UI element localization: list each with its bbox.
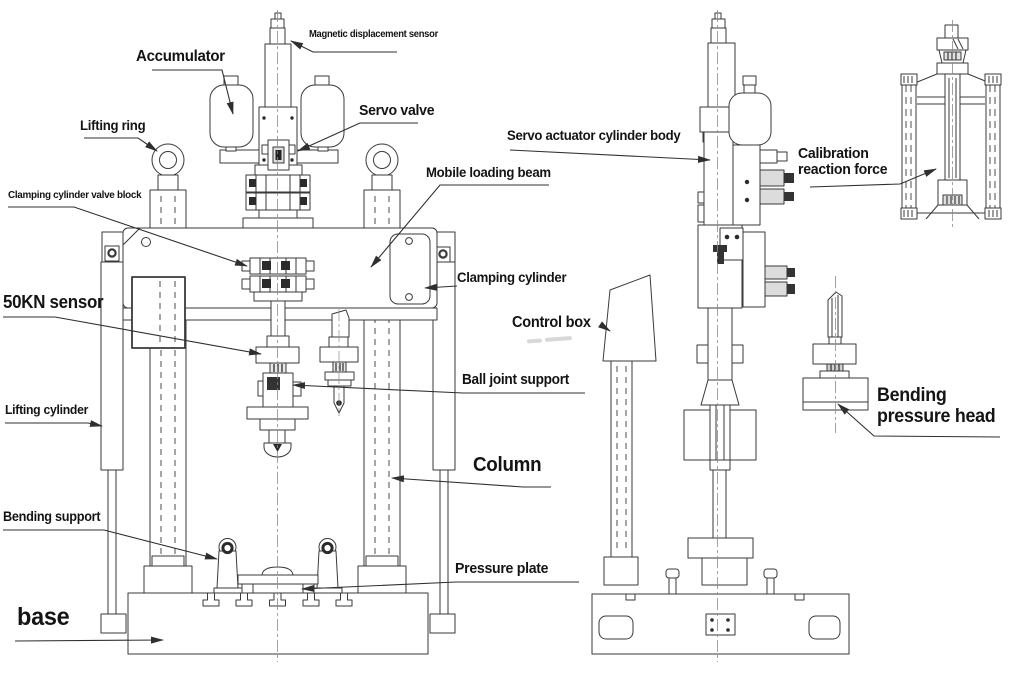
leader-calibration-reaction-force	[809, 168, 937, 188]
label-calibration-reaction-force-line2: reaction force	[798, 161, 888, 179]
watermark-smudge	[527, 336, 572, 344]
calibration-device-drawing	[900, 24, 1002, 220]
lifting-cylinder-right	[429, 231, 456, 634]
leader-50kn-sensor	[3, 316, 262, 356]
base-shape	[127, 592, 429, 655]
leader-ball-joint-support	[292, 382, 585, 394]
front-view-drawing	[100, 12, 456, 655]
label-magnetic-displacement-sensor: Magnetic displacement sensor	[309, 29, 438, 40]
leader-mobile-loading-beam	[370, 184, 549, 268]
label-lifting-ring: Lifting ring	[80, 117, 146, 133]
label-accumulator: Accumulator	[136, 48, 225, 65]
lifting-cylinder-left	[100, 231, 127, 634]
top-actuator-stack	[242, 12, 314, 229]
centerlines	[277, 10, 953, 662]
label-lifting-cylinder: Lifting cylinder	[5, 402, 89, 417]
label-base: base	[17, 603, 70, 631]
control-box-shape	[602, 274, 657, 586]
clamping-cylinder-plate	[389, 233, 431, 305]
leader-lifting-ring	[84, 137, 158, 152]
label-servo-valve: Servo valve	[359, 102, 435, 119]
leader-pressure-plate	[301, 581, 579, 592]
leader-magnetic-displacement-sensor	[290, 40, 397, 53]
label-control-box: Control box	[512, 314, 591, 331]
label-mobile-loading-beam: Mobile loading beam	[426, 164, 551, 180]
label-ball-joint-support: Ball joint support	[462, 372, 569, 388]
accumulator-right	[300, 84, 345, 148]
side-view-drawing	[591, 12, 850, 655]
label-clamping-cylinder: Clamping cylinder	[457, 269, 567, 285]
label-calibration-reaction-force: Calibration reaction force	[798, 145, 888, 179]
label-column: Column	[473, 454, 542, 476]
lifting-ring-right	[365, 143, 399, 191]
label-bending-support: Bending support	[3, 509, 101, 524]
label-servo-actuator-cylinder-body: Servo actuator cylinder body	[507, 127, 681, 143]
leader-servo-actuator-cylinder-body	[509, 149, 711, 163]
accumulator-left	[209, 84, 254, 148]
leader-bending-pressure-head	[837, 403, 1001, 438]
leader-clamping-cylinder	[424, 283, 458, 291]
label-clamping-cylinder-valve-block: Clamping cylinder valve block	[8, 189, 142, 201]
accumulators	[209, 75, 345, 164]
leader-servo-valve	[297, 122, 418, 152]
leader-accumulator	[152, 69, 234, 115]
label-bending-pressure-head-line2: pressure head	[877, 405, 996, 427]
leader-lines	[3, 40, 1001, 644]
leader-clamping-cylinder-valve-block	[8, 206, 248, 267]
lifting-ring-left	[151, 143, 185, 191]
label-50kn-sensor: 50KN sensor	[3, 292, 104, 312]
side-actuator-body	[665, 12, 795, 603]
label-bending-pressure-head-line1: Bending	[877, 385, 947, 406]
label-calibration-reaction-force-line1: Calibration	[798, 145, 869, 162]
side-base-shape	[591, 593, 850, 655]
leader-base	[14, 636, 164, 644]
leader-column	[391, 475, 551, 488]
leader-bending-support	[3, 529, 218, 560]
label-bending-pressure-head: Bending pressure head	[877, 385, 996, 427]
leader-control-box	[598, 321, 611, 332]
leader-lifting-cylinder	[5, 420, 103, 427]
label-pressure-plate: Pressure plate	[455, 560, 549, 577]
bending-support-shapes	[213, 538, 343, 596]
